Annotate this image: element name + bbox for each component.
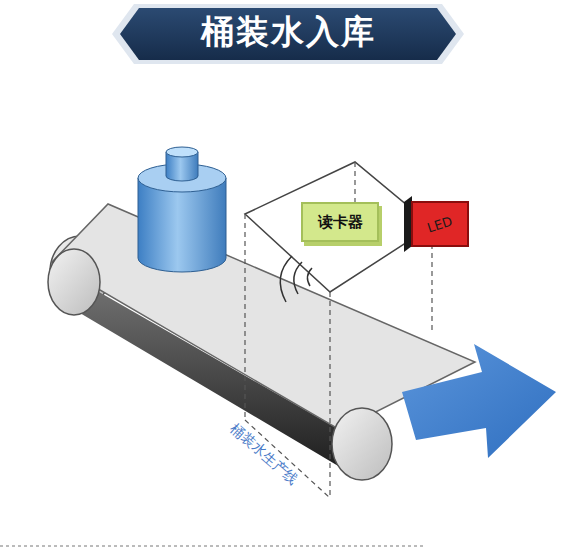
separator-line: [0, 546, 425, 547]
card-reader-box: 读卡器: [301, 202, 379, 242]
diagram-title: 桶装水入库: [0, 10, 576, 54]
reader-plane: [245, 162, 432, 292]
node-text: LED: [426, 213, 455, 235]
signal-waves: [280, 256, 312, 302]
output-arrow: [402, 344, 556, 458]
water-bucket: [138, 147, 226, 272]
left-roller-front: [48, 249, 100, 315]
right-roller: [332, 408, 392, 480]
led-display-box: LED: [411, 201, 469, 247]
detection-zone: [245, 162, 432, 498]
node-text: 读卡器: [318, 213, 363, 232]
